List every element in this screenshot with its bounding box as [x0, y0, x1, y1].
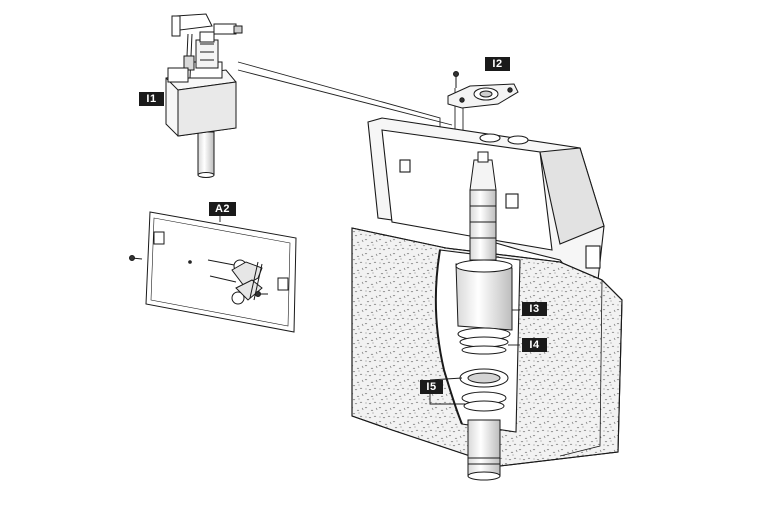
flush-valve-part: [455, 151, 513, 481]
label-a2: A2: [209, 202, 236, 216]
label-i2: I2: [485, 57, 510, 71]
actuator-plate-part: [129, 211, 297, 333]
fill-valve-part: [165, 13, 243, 178]
label-i3: I3: [522, 302, 547, 316]
label-i1: I1: [139, 92, 164, 106]
bracket-part: [447, 71, 519, 109]
label-i5: I5: [420, 380, 443, 394]
label-i4: I4: [522, 338, 547, 352]
